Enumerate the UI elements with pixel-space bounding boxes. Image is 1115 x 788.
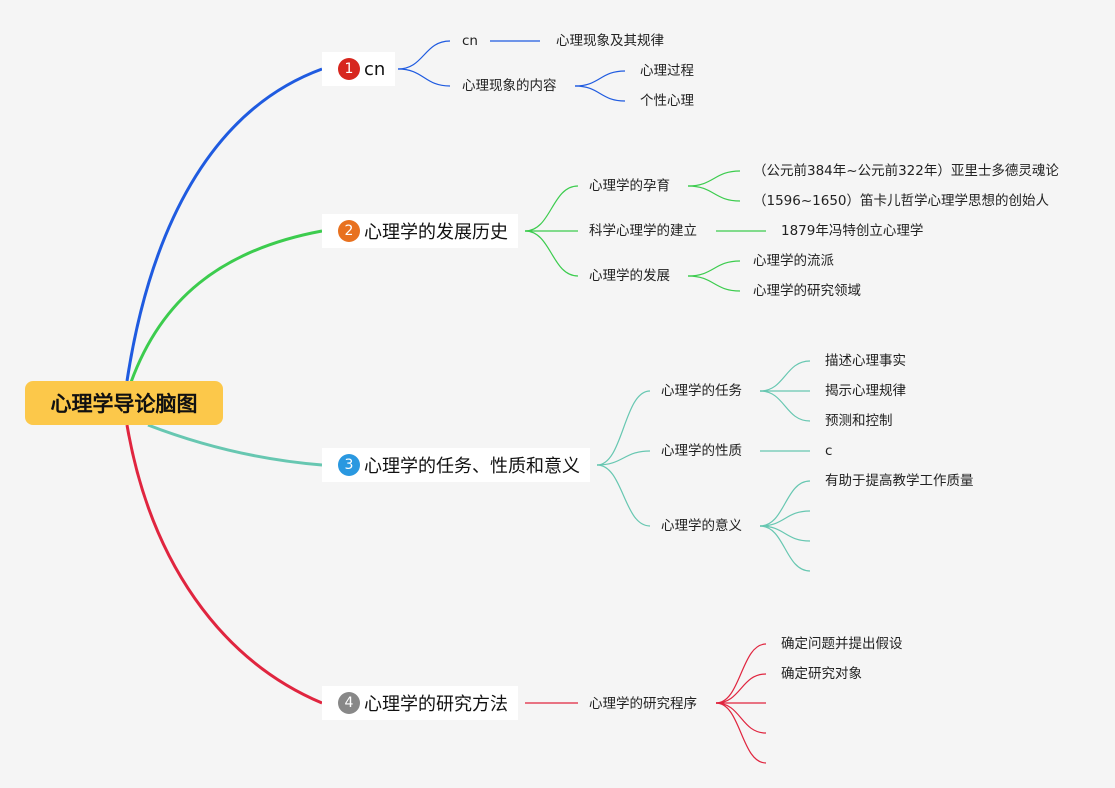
branch-label: 心理学的任务、性质和意义: [364, 456, 580, 477]
subtopic[interactable]: 科学心理学的建立: [589, 223, 697, 239]
connector-line: [596, 450, 651, 466]
branch-3-line: [147, 423, 323, 467]
branch-label: 心理学的研究方法: [364, 694, 508, 715]
subtopic[interactable]: cn: [462, 33, 478, 49]
subtopic[interactable]: 心理现象的内容: [462, 78, 557, 94]
branch-4[interactable]: 4 心理学的研究方法: [322, 686, 518, 720]
leaf-topic[interactable]: 心理现象及其规律: [556, 33, 664, 49]
connector-line: [759, 510, 811, 527]
connector-line: [759, 480, 811, 527]
number-badge: 3: [338, 454, 360, 476]
number-badge: 1: [338, 58, 360, 80]
root-label: 心理学导论脑图: [50, 392, 198, 416]
number-badge: 2: [338, 220, 360, 242]
subtopic[interactable]: 心理学的意义: [661, 518, 742, 534]
connector-line: [524, 185, 579, 232]
connector-line: [715, 702, 767, 764]
connector-line: [759, 360, 811, 392]
leaf-topic[interactable]: 有助于提高教学工作质量: [825, 473, 974, 489]
leaf-topic[interactable]: （公元前384年~公元前322年）亚里士多德灵魂论: [753, 163, 1059, 179]
connector-line: [687, 260, 741, 277]
connector-line: [715, 643, 767, 704]
leaf-topic[interactable]: 揭示心理规律: [825, 383, 906, 399]
subtopic[interactable]: 心理学的任务: [661, 383, 742, 399]
branch-4-line: [125, 424, 323, 705]
connector-line: [524, 230, 579, 277]
branch-1-line: [125, 67, 323, 382]
connector-line: [759, 525, 811, 542]
connector-line: [574, 85, 626, 102]
branch-label: 心理学的发展历史: [364, 222, 508, 243]
subtopic[interactable]: 心理学的性质: [661, 443, 742, 459]
root-node[interactable]: 心理学导论脑图: [25, 381, 223, 425]
leaf-topic[interactable]: 确定研究对象: [781, 666, 862, 682]
leaf-topic[interactable]: 1879年冯特创立心理学: [781, 223, 924, 239]
subtopic[interactable]: 心理学的发展: [589, 268, 670, 284]
leaf-topic[interactable]: 心理学的研究领域: [753, 283, 861, 299]
leaf-topic[interactable]: （1596~1650）笛卡儿哲学心理学思想的创始人: [753, 193, 1050, 209]
connector-line: [687, 275, 741, 292]
subtopic[interactable]: 心理学的孕育: [589, 178, 670, 194]
connector-line: [596, 464, 651, 527]
connector-line: [759, 390, 811, 422]
connector-line: [574, 70, 626, 87]
leaf-topic[interactable]: c: [825, 443, 833, 459]
branch-3[interactable]: 3 心理学的任务、性质和意义: [322, 448, 590, 482]
number-badge: 4: [338, 692, 360, 714]
connector-line: [759, 525, 811, 572]
leaf-topic[interactable]: 个性心理: [640, 93, 694, 109]
branch-1[interactable]: 1 cn: [322, 52, 396, 86]
connector-line: [715, 702, 767, 734]
leaf-topic[interactable]: 心理过程: [640, 63, 694, 79]
connector-line: [687, 170, 741, 187]
leaf-topic[interactable]: 确定问题并提出假设: [781, 636, 903, 652]
branch-2-line: [128, 229, 323, 386]
connector-line: [596, 390, 651, 466]
connector-line: [397, 40, 451, 70]
subtopic[interactable]: 心理学的研究程序: [589, 696, 697, 712]
connector-line: [687, 185, 741, 202]
branch-2[interactable]: 2 心理学的发展历史: [322, 214, 518, 248]
branch-label: cn: [364, 58, 386, 80]
leaf-topic[interactable]: 描述心理事实: [825, 353, 906, 369]
leaf-topic[interactable]: 心理学的流派: [753, 253, 834, 269]
connector-line: [715, 673, 767, 704]
leaf-topic[interactable]: 预测和控制: [825, 413, 893, 429]
connector-line: [397, 68, 451, 87]
